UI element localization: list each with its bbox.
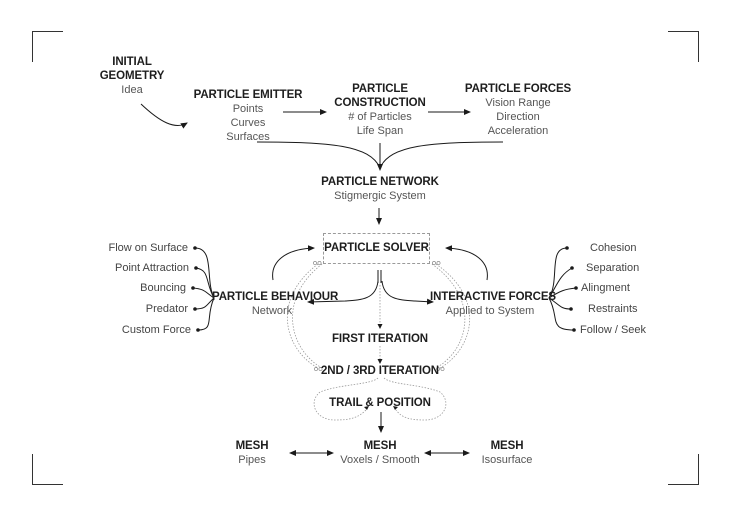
particle-forces-sub: Direction: [496, 111, 540, 123]
particle-construction-sub: # of Particles: [348, 111, 412, 123]
particle-construction-title-2: CONSTRUCTION: [334, 97, 426, 109]
interactive-force-option: Separation: [586, 262, 640, 274]
merge-curve-left: [256, 141, 381, 169]
arrow-solver-to-behaviour: [307, 280, 379, 305]
mesh-pipes-sub: Pipes: [238, 454, 266, 466]
second-third-iteration-title: 2ND / 3RD ITERATION: [320, 365, 439, 377]
particle-emitter-sub: Surfaces: [226, 131, 270, 143]
node-interactive-forces: INTERACTIVE FORCES Applied to System: [430, 290, 556, 318]
mesh-isosurface-title: MESH: [490, 440, 524, 452]
interactive-forces-title: INTERACTIVE FORCES: [430, 291, 556, 303]
interactive-force-option: Follow / Seek: [580, 324, 647, 336]
corner-mark-bottom-right: [668, 454, 699, 485]
node-second-third-iteration: 2ND / 3RD ITERATION: [320, 364, 440, 378]
node-particle-solver: PARTICLE SOLVER: [323, 241, 430, 255]
feedback-loop-left-inner: [292, 263, 323, 369]
feedback-loop-left-outer: [286, 263, 319, 369]
mesh-isosurface-sub: Isosurface: [481, 454, 533, 466]
corner-mark-top-right: [668, 31, 699, 62]
particle-construction-title-1: PARTICLE: [352, 83, 408, 95]
node-particle-behaviour: PARTICLE BEHAVIOUR Network: [212, 290, 339, 318]
merge-curve-right: [379, 141, 504, 169]
first-iteration-title: FIRST ITERATION: [331, 333, 429, 345]
particle-solver-box: [323, 233, 430, 264]
interactive-fan: [548, 247, 577, 331]
behaviour-option: Predator: [145, 303, 188, 315]
node-initial-geometry: INITIAL GEOMETRY Idea: [92, 55, 172, 97]
particle-forces-title: PARTICLE FORCES: [464, 83, 572, 95]
particle-forces-sub: Vision Range: [485, 97, 551, 109]
behaviour-fan: [192, 247, 215, 331]
node-first-iteration: FIRST ITERATION: [320, 332, 440, 346]
node-trail-position: TRAIL & POSITION: [320, 396, 440, 410]
interactive-force-option: Alingment: [581, 282, 630, 294]
initial-geometry-title-2: GEOMETRY: [99, 70, 165, 82]
arrow-interactive-to-solver: [445, 245, 488, 281]
node-particle-construction: PARTICLE CONSTRUCTION # of Particles Lif…: [330, 82, 430, 138]
particle-emitter-sub: Points: [232, 103, 264, 115]
particle-solver-title: PARTICLE SOLVER: [324, 242, 429, 254]
particle-emitter-title: PARTICLE EMITTER: [193, 89, 303, 101]
feedback-loop-right-inner: [431, 263, 466, 369]
node-mesh-pipes: MESH Pipes: [222, 439, 282, 467]
arrow-behaviour-to-solver: [272, 245, 315, 281]
corner-mark-top-left: [32, 31, 63, 62]
mesh-pipes-title: MESH: [235, 440, 269, 452]
node-mesh-voxels: MESH Voxels / Smooth: [330, 439, 430, 467]
behaviour-option: Flow on Surface: [108, 242, 188, 254]
node-particle-forces: PARTICLE FORCES Vision Range Direction A…: [463, 82, 573, 138]
initial-geometry-title-1: INITIAL: [112, 56, 152, 68]
trail-position-title: TRAIL & POSITION: [329, 397, 431, 409]
arrow-idea-to-emitter: [140, 103, 188, 129]
interactive-force-option: Restraints: [588, 303, 638, 315]
particle-forces-sub: Acceleration: [487, 125, 549, 137]
corner-mark-bottom-left: [32, 454, 63, 485]
interactive-forces-sub: Applied to System: [445, 305, 535, 317]
mesh-voxels-title: MESH: [363, 440, 397, 452]
mesh-voxels-sub: Voxels / Smooth: [340, 454, 420, 466]
behaviour-option: Point Attraction: [115, 262, 189, 274]
node-particle-emitter: PARTICLE EMITTER Points Curves Surfaces: [188, 88, 308, 144]
particle-network-sub: Stigmergic System: [334, 190, 426, 202]
interactive-force-option: Cohesion: [590, 242, 637, 254]
arrow-solver-to-interactive: [381, 280, 434, 305]
particle-behaviour-sub: Network: [251, 305, 293, 317]
node-mesh-isosurface: MESH Isosurface: [472, 439, 542, 467]
trail-loop-left: [313, 377, 379, 421]
particle-construction-sub: Life Span: [356, 125, 404, 137]
particle-emitter-sub: Curves: [230, 117, 266, 129]
node-particle-network: PARTICLE NETWORK Stigmergic System: [310, 175, 450, 203]
particle-behaviour-title: PARTICLE BEHAVIOUR: [212, 291, 339, 303]
behaviour-option: Bouncing: [140, 282, 186, 294]
feedback-loop-right-outer: [435, 263, 471, 369]
behaviour-option: Custom Force: [121, 324, 191, 336]
particle-network-title: PARTICLE NETWORK: [321, 176, 439, 188]
initial-geometry-sub: Idea: [121, 84, 143, 96]
trail-loop-right: [383, 377, 447, 421]
